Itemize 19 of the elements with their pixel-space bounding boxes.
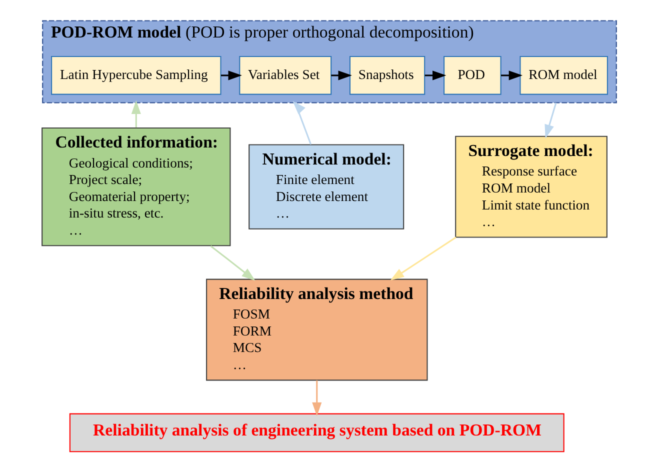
arrow (331, 70, 352, 80)
node-box: Variables Set (239, 56, 332, 95)
node-box: Latin Hypercube Sampling (51, 56, 222, 95)
arrow (210, 245, 256, 281)
node-box: Reliability analysis method FOSM FORM MCS … (206, 278, 428, 381)
arrow (544, 102, 557, 138)
node-box: Collected information: Geological conditions; Project scale; Geomaterial property; in-situ stress, etc. … (42, 127, 231, 246)
arrow (292, 101, 312, 145)
arrow (220, 70, 242, 80)
node-box: Surrogate model: Response surface ROM model Limit state function … (455, 136, 608, 238)
node-box: Reliability analysis of engineering system based on POD-ROM (69, 413, 564, 452)
node-box: ROM model (520, 56, 608, 95)
arrow (501, 70, 523, 80)
arrow (131, 100, 141, 128)
arrow (312, 380, 322, 416)
node-box: Snapshots (349, 56, 426, 95)
node-box: Numerical model: Finite element Discrete element … (248, 144, 404, 230)
arrow (390, 236, 456, 280)
node-box: POD (444, 56, 502, 95)
